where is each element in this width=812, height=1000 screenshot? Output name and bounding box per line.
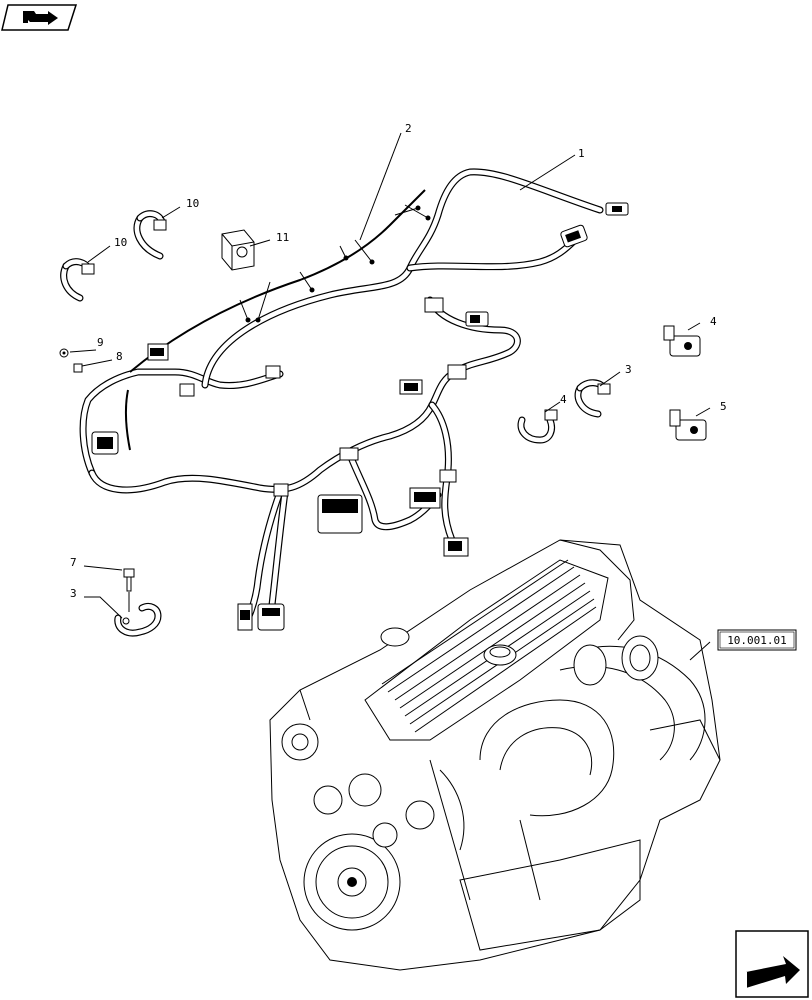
- spacer-part-11: [221, 229, 255, 271]
- sensor-part-5: [669, 409, 707, 441]
- callout-8: 8: [116, 350, 123, 363]
- clamp-part-10a: [60, 258, 95, 302]
- callout-10-left: 10: [114, 236, 127, 249]
- callout-10-upper: 10: [186, 197, 199, 210]
- screw-part-7: [123, 568, 135, 592]
- callout-4-clamp: 4: [560, 393, 567, 406]
- forward-arrow-icon[interactable]: [735, 930, 809, 998]
- callouts: 1 2 10 10 11 9 8 4 3 4 5 7 3: [70, 122, 727, 600]
- clamp-part-4b: [517, 409, 558, 444]
- callout-1: 1: [578, 147, 585, 160]
- callout-9: 9: [97, 336, 104, 349]
- callout-3-clamp: 3: [625, 363, 632, 376]
- callout-2: 2: [405, 122, 412, 135]
- callout-11: 11: [276, 231, 289, 244]
- clamp-part-10b: [133, 210, 167, 260]
- callout-7: 7: [70, 556, 77, 569]
- reference-label: 10.001.01: [727, 634, 787, 647]
- reference-link[interactable]: 10.001.01: [717, 629, 797, 651]
- book-arrow-icon[interactable]: [1, 4, 78, 31]
- callout-3-lower: 3: [70, 587, 77, 600]
- clamp-part-3b: [114, 602, 162, 637]
- wiring-harness: [79, 168, 629, 631]
- callout-4-sensor: 4: [710, 315, 717, 328]
- sensor-part-4: [663, 325, 701, 357]
- engine-assembly: [269, 539, 721, 971]
- callout-5: 5: [720, 400, 727, 413]
- leader-lines: [69, 132, 711, 661]
- clamp-part-3a: [574, 379, 611, 418]
- nut-part-8: [73, 363, 83, 373]
- bolt-part-9: [59, 348, 69, 358]
